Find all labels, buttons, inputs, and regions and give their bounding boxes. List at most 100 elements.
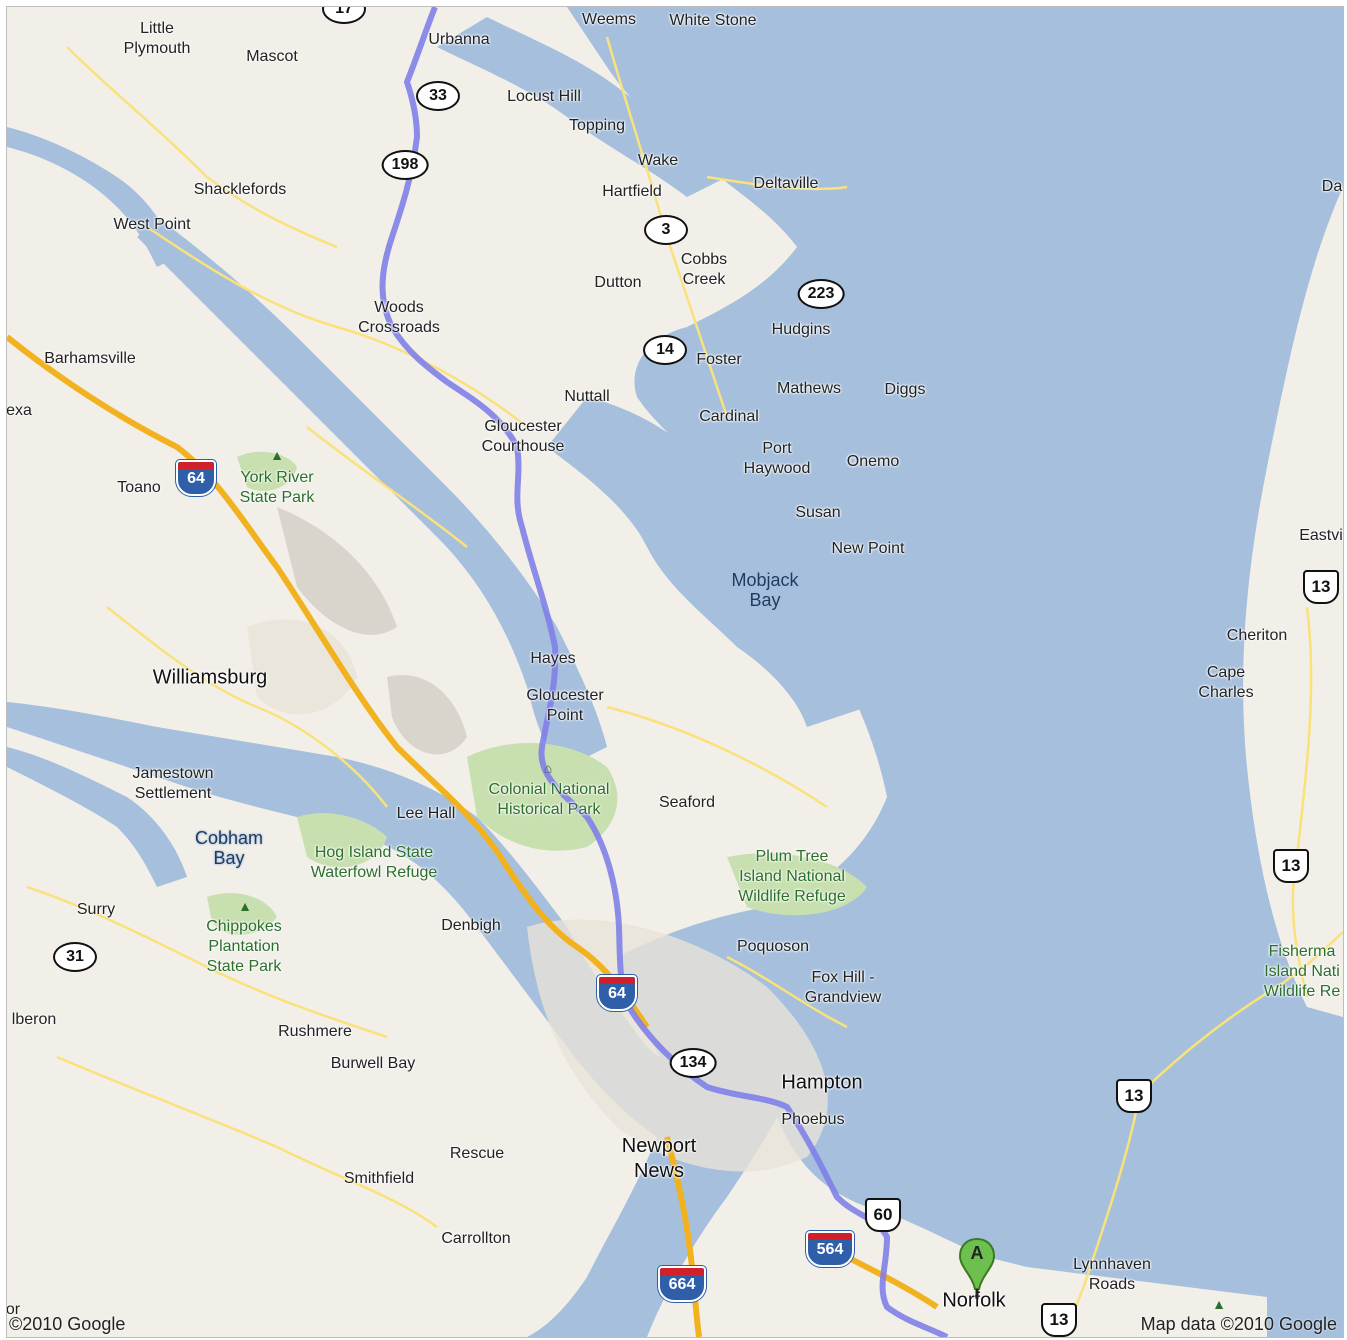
place-label: Gloucester Point — [526, 687, 604, 724]
place-label: Cheriton — [1226, 627, 1288, 644]
place-label: Gloucester Courthouse — [481, 418, 565, 455]
place-label: Cardinal — [699, 408, 759, 425]
place-label: Chippokes Plantation State Park — [206, 918, 282, 975]
mobjack-bay-inlet — [547, 397, 867, 727]
place-label: Hampton — [781, 1071, 863, 1094]
place-label: Deltaville — [753, 175, 819, 192]
map-data-attribution[interactable]: Map data ©2010 Google — [1140, 1314, 1337, 1334]
chippokes-area — [207, 893, 277, 935]
place-label: Burwell Bay — [330, 1055, 416, 1072]
place-label: Cape Charles — [1198, 664, 1254, 701]
park-tree-icon: ▲ — [1212, 1296, 1226, 1312]
interstate-64-road — [7, 334, 650, 1029]
place-label: Weems — [582, 11, 636, 28]
place-label: Urbanna — [428, 31, 490, 48]
place-label: Dutton — [594, 274, 642, 291]
water-label: Mobjack Bay — [731, 570, 799, 610]
place-label: Plum Tree Island National Wildlife Refug… — [738, 848, 846, 905]
place-label: Da — [1321, 178, 1343, 195]
place-label: Smithfield — [343, 1170, 415, 1187]
place-label: Barhamsville — [44, 350, 136, 367]
marker-label: A — [970, 1243, 984, 1263]
route-shield: 31 — [53, 942, 97, 972]
place-label: exa — [6, 402, 32, 419]
route-shield: 14 — [643, 335, 687, 365]
place-label: Foster — [696, 351, 742, 368]
us-route-shield: 13 — [1041, 1303, 1077, 1337]
place-label: Hayes — [530, 650, 576, 667]
park-tree-icon: ▲ — [270, 447, 284, 463]
interstate-shield: 664 — [658, 1266, 706, 1302]
eastern-shore — [1243, 187, 1343, 1017]
place-label: New Point — [831, 540, 905, 557]
place-label: Lynnhaven Roads — [1073, 1256, 1151, 1293]
place-label: Surry — [76, 901, 116, 918]
route-shield: 223 — [797, 279, 845, 309]
colonial-park-area — [467, 743, 618, 851]
place-label: Newport News — [621, 1135, 697, 1182]
place-label: Fisherma Island Nati Wildlife Re — [1263, 943, 1341, 1000]
interstate-shield: 564 — [806, 1231, 854, 1267]
place-label: Locust Hill — [507, 88, 581, 105]
york-river — [137, 217, 607, 767]
place-label: Little Plymouth — [123, 20, 191, 57]
interstate-664-road — [664, 1136, 702, 1337]
driving-route — [379, 7, 949, 1337]
route-shield: 134 — [669, 1048, 717, 1078]
place-label: White Stone — [669, 12, 757, 29]
place-label: Poquoson — [736, 938, 810, 955]
rappahannock-river — [437, 17, 727, 197]
place-label: Mathews — [776, 380, 842, 397]
museum-icon: ⌂ — [543, 760, 553, 776]
military-area-1 — [277, 507, 397, 635]
place-label: Toano — [117, 479, 161, 496]
place-label: Fox Hill - Grandview — [804, 969, 882, 1006]
place-label: Woods Crossroads — [358, 299, 440, 336]
place-label: Rushmere — [278, 1023, 352, 1040]
place-label: Phoebus — [781, 1111, 845, 1128]
williamsburg-urban — [247, 619, 357, 715]
place-label: West Point — [113, 216, 191, 233]
interstate-shield: 64 — [176, 460, 216, 496]
water-label: Cobham Bay — [194, 828, 264, 868]
place-label: Port Haywood — [743, 440, 811, 477]
place-label: Mascot — [246, 48, 298, 65]
minor-roads — [26, 36, 1343, 1337]
us-route-shield: 60 — [865, 1198, 901, 1232]
place-label: Rescue — [449, 1145, 505, 1162]
place-label: Hog Island State Waterfowl Refuge — [310, 844, 438, 881]
place-label: or — [6, 1301, 21, 1318]
place-label: Colonial National Historical Park — [488, 781, 610, 818]
place-label: Jamestown Settlement — [132, 765, 214, 802]
place-label: Norfolk — [942, 1289, 1006, 1312]
plum-tree-area — [727, 853, 867, 916]
interstate-shield: 64 — [597, 975, 637, 1011]
place-label: Seaford — [658, 794, 716, 811]
place-label: lberon — [11, 1011, 57, 1028]
place-label: Hudgins — [771, 321, 831, 338]
place-label: Onemo — [846, 453, 900, 470]
route-shield: 3 — [644, 215, 688, 245]
place-label: Nuttall — [564, 388, 610, 405]
place-label: Susan — [795, 504, 841, 521]
map-pin-icon — [958, 1237, 996, 1299]
pamunkey-river — [7, 127, 177, 267]
hog-island-area — [297, 813, 387, 868]
park-tree-icon: ▲ — [238, 898, 252, 914]
us-route-shield: 13 — [1116, 1079, 1152, 1113]
place-label: York River State Park — [239, 469, 315, 506]
place-label: Diggs — [884, 381, 926, 398]
place-label: Denbigh — [441, 917, 501, 934]
chickahominy-river — [7, 747, 187, 887]
route-shield: 33 — [416, 81, 460, 111]
norfolk-land — [787, 1217, 1267, 1337]
copyright-text: ©2010 Google — [9, 1314, 126, 1334]
place-label: Cobbs Creek — [680, 251, 728, 288]
map-canvas[interactable]: Little Plymouth Mascot Urbanna Weems Whi… — [6, 6, 1344, 1338]
map-marker-a[interactable]: A — [957, 1237, 997, 1301]
place-label: Hartfield — [602, 183, 662, 200]
place-label: Wake — [637, 152, 679, 169]
us-route-shield: 13 — [1273, 849, 1309, 883]
military-area-2 — [387, 675, 467, 755]
place-label: Lee Hall — [396, 805, 456, 822]
